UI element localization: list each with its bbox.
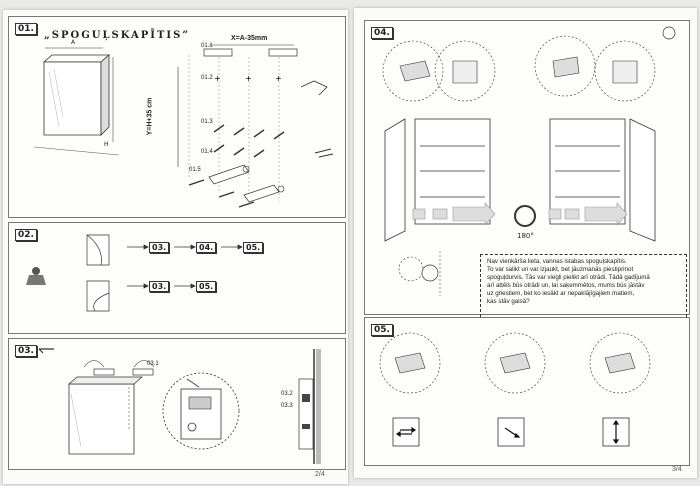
- part-label: 03.3: [281, 403, 293, 409]
- door-variant-diagram: [26, 234, 243, 312]
- part-label: 03.2: [281, 391, 293, 397]
- section-05-panel: 05.: [364, 317, 690, 466]
- note-line: spoguļdurvis. Tās var viegli pielikt arī…: [487, 274, 650, 281]
- note-line: To var salikt un var izjaukt, bet jāuzma…: [487, 266, 634, 273]
- part-label: 01.3: [201, 119, 213, 125]
- note-line: uz griestiem, bet ko iesākt ar nepaklājī…: [487, 290, 635, 297]
- right-page: 04.: [354, 8, 697, 478]
- section-number: 02.: [15, 229, 37, 241]
- left-page: 01. „SPOGUĻSKAPĪTIS” + + +: [3, 10, 348, 484]
- section-02-panel: 02. 03. 04. 05. 03. 05.: [8, 222, 346, 334]
- hinge-adjust-diagram: [379, 332, 651, 447]
- note-line: arī attēls būs otrādi un, lai saķemmētos…: [487, 282, 645, 289]
- dimension-h: H: [104, 141, 109, 148]
- svg-text:+: +: [275, 74, 282, 83]
- page-title: „SPOGUĻSKAPĪTIS”: [44, 30, 191, 41]
- svg-text:+: +: [245, 74, 252, 83]
- part-label: 01.5: [189, 167, 201, 173]
- section-number: 03.: [15, 345, 37, 357]
- dimension-a: A: [71, 39, 76, 46]
- step-ref: 03.: [149, 242, 170, 253]
- dimension-x: X=A-35mm: [231, 35, 268, 42]
- section-number: 01.: [15, 23, 37, 35]
- info-note: Nav vienkārša lieta, vannas istabas spog…: [480, 254, 687, 322]
- mounting-diagram: [38, 348, 321, 464]
- section-04-panel: 04.: [364, 20, 690, 322]
- part-label: 01.4: [201, 149, 213, 155]
- part-label: 03.1: [147, 361, 159, 367]
- section-number: 04.: [371, 27, 393, 39]
- step-ref: 05.: [196, 281, 217, 292]
- svg-text:+: +: [214, 74, 221, 83]
- page-number: 2/4: [315, 471, 325, 478]
- note-line: Nav vienkārša lieta, vannas istabas spog…: [487, 258, 627, 265]
- note-line: kas stāv gaisā?: [487, 298, 530, 305]
- page-number: 3/4: [672, 466, 682, 473]
- step-ref: 05.: [243, 242, 264, 253]
- section-03-panel: 03. 03.1 03.2 03.3: [8, 338, 346, 470]
- dimension-y: Y=H+35 cm: [146, 97, 154, 136]
- cabinet-diagram: + + +: [33, 44, 334, 208]
- section-01-panel: 01. „SPOGUĻSKAPĪTIS” + + +: [8, 16, 346, 218]
- part-label: 01.2: [201, 75, 213, 81]
- part-label: 01.1: [201, 43, 213, 49]
- section-number: 05.: [371, 324, 393, 336]
- door-reversal-diagram: [382, 26, 676, 296]
- rotation-label: 180°: [517, 232, 534, 240]
- step-ref: 04.: [196, 242, 217, 253]
- step-ref: 03.: [149, 281, 170, 292]
